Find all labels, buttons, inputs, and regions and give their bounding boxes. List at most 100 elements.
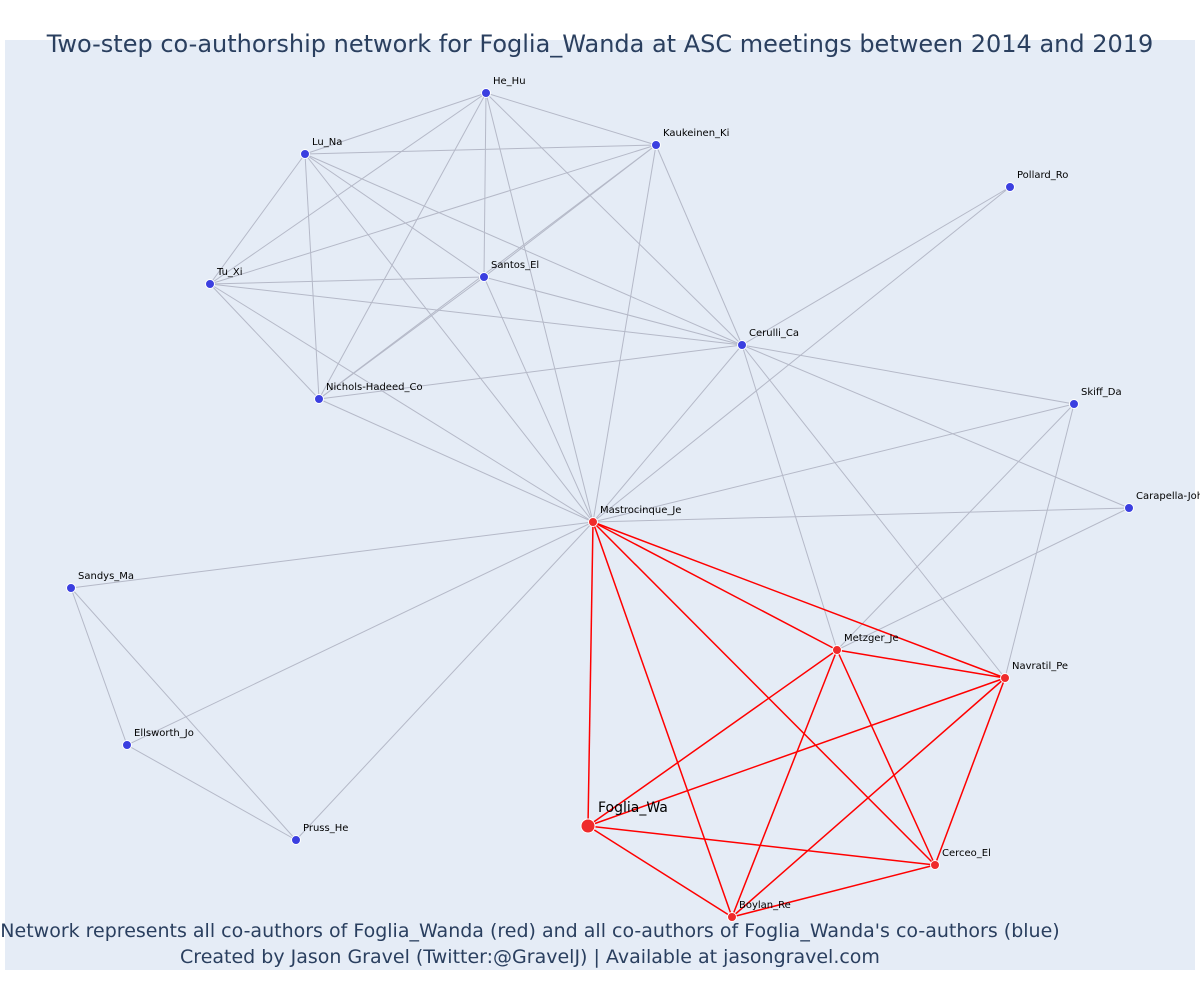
edge-Cerceo_El-Boylan_Re [731, 864, 936, 918]
node-Mastrocinque_Je[interactable] [588, 517, 598, 527]
node-Ellsworth_Jo[interactable] [122, 740, 132, 750]
edge-Tu_Xi-Mastrocinque_Je [209, 283, 594, 523]
edge-Tu_Xi-Santos_El [209, 276, 485, 285]
node-Metzger_Je[interactable] [832, 645, 842, 655]
edge-Carapella-Joh-Metzger_Je [836, 507, 1130, 651]
node-label-Navratil_Pe: Navratil_Pe [1012, 661, 1068, 672]
node-label-Lu_Na: Lu_Na [312, 137, 342, 148]
edge-He_Hu-Kaukeinen_Ki [485, 92, 657, 146]
edge-Cerulli_Ca-Carapella-Joh [741, 344, 1130, 509]
edge-Nichols-Hadeed_Co-Mastrocinque_Je [318, 398, 594, 523]
figure-title: Two-step co-authorship network for Fogli… [46, 30, 1154, 58]
node-label-Kaukeinen_Ki: Kaukeinen_Ki [663, 128, 729, 139]
edge-Lu_Na-Mastrocinque_Je [304, 153, 594, 523]
edge-Nichols-Hadeed_Co-Cerulli_Ca [318, 344, 743, 400]
edge-He_Hu-Lu_Na [304, 92, 487, 155]
edge-Lu_Na-Cerulli_Ca [304, 153, 743, 346]
node-Pruss_He[interactable] [291, 835, 301, 845]
edge-Metzger_Je-Foglia_Wa [587, 649, 838, 827]
edge-Kaukeinen_Ki-Cerulli_Ca [655, 144, 743, 346]
node-label-Skiff_Da: Skiff_Da [1081, 387, 1122, 398]
edge-Sandys_Ma-Pruss_He [70, 587, 297, 841]
node-label-Cerceo_El: Cerceo_El [942, 848, 991, 859]
node-label-He_Hu: He_Hu [493, 76, 526, 87]
edge-Mastrocinque_Je-Foglia_Wa [587, 521, 594, 827]
edge-Mastrocinque_Je-Sandys_Ma [70, 521, 594, 589]
edge-Skiff_Da-Metzger_Je [836, 403, 1075, 651]
edge-Mastrocinque_Je-Navratil_Pe [592, 521, 1006, 679]
edge-Kaukeinen_Ki-Nichols-Hadeed_Co [318, 144, 657, 400]
edge-He_Hu-Mastrocinque_Je [485, 92, 594, 523]
edge-Cerulli_Ca-Navratil_Pe [741, 344, 1006, 679]
node-label-Carapella-Joh: Carapella-Joh [1136, 491, 1200, 502]
edge-Sandys_Ma-Ellsworth_Jo [70, 587, 128, 746]
edge-Foglia_Wa-Boylan_Re [587, 825, 733, 918]
edge-Pollard_Ro-Cerulli_Ca [741, 186, 1011, 346]
edge-He_Hu-Cerulli_Ca [485, 92, 743, 346]
edge-He_Hu-Tu_Xi [209, 92, 487, 285]
edge-Kaukeinen_Ki-Mastrocinque_Je [592, 144, 657, 523]
node-Sandys_Ma[interactable] [66, 583, 76, 593]
edge-Lu_Na-Nichols-Hadeed_Co [304, 153, 320, 400]
edge-Skiff_Da-Navratil_Pe [1004, 403, 1075, 679]
edge-Tu_Xi-Cerulli_Ca [209, 283, 743, 346]
edge-Santos_El-Cerulli_Ca [483, 276, 743, 346]
edge-Santos_El-Nichols-Hadeed_Co [318, 276, 485, 400]
node-Nichols-Hadeed_Co[interactable] [314, 394, 324, 404]
edge-Lu_Na-Kaukeinen_Ki [304, 144, 657, 155]
node-Navratil_Pe[interactable] [1000, 673, 1010, 683]
edge-Metzger_Je-Navratil_Pe [836, 649, 1006, 679]
edge-Ellsworth_Jo-Pruss_He [126, 744, 297, 841]
node-Skiff_Da[interactable] [1069, 399, 1079, 409]
node-Santos_El[interactable] [479, 272, 489, 282]
node-Kaukeinen_Ki[interactable] [651, 140, 661, 150]
caption-line-2: Created by Jason Gravel (Twitter:@Gravel… [180, 946, 880, 968]
edge-He_Hu-Santos_El [483, 92, 487, 278]
node-Carapella-Joh[interactable] [1124, 503, 1134, 513]
node-Cerulli_Ca[interactable] [737, 340, 747, 350]
node-label-Tu_Xi: Tu_Xi [216, 267, 243, 278]
edge-Lu_Na-Santos_El [304, 153, 485, 278]
edges-layer [70, 92, 1130, 918]
edge-Lu_Na-Tu_Xi [209, 153, 306, 285]
caption-line-1: Network represents all co-authors of Fog… [0, 920, 1060, 942]
edge-Pollard_Ro-Mastrocinque_Je [592, 186, 1011, 523]
node-Cerceo_El[interactable] [930, 860, 940, 870]
edge-Foglia_Wa-Cerceo_El [587, 825, 936, 866]
edge-Mastrocinque_Je-Metzger_Je [592, 521, 838, 651]
node-He_Hu[interactable] [481, 88, 491, 98]
edge-Mastrocinque_Je-Cerceo_El [592, 521, 936, 866]
edge-Skiff_Da-Mastrocinque_Je [592, 403, 1075, 523]
node-label-Boylan_Re: Boylan_Re [739, 900, 791, 911]
node-Tu_Xi[interactable] [205, 279, 215, 289]
node-label-Cerulli_Ca: Cerulli_Ca [749, 328, 799, 339]
node-Pollard_Ro[interactable] [1005, 182, 1015, 192]
edge-Kaukeinen_Ki-Tu_Xi [209, 144, 657, 285]
edge-Navratil_Pe-Cerceo_El [934, 677, 1006, 866]
edge-Cerulli_Ca-Mastrocinque_Je [592, 344, 743, 523]
node-label-Mastrocinque_Je: Mastrocinque_Je [600, 505, 681, 516]
node-label-Foglia_Wa: Foglia_Wa [598, 800, 668, 816]
node-Boylan_Re[interactable] [727, 912, 737, 922]
edge-Mastrocinque_Je-Boylan_Re [592, 521, 733, 918]
edge-Cerulli_Ca-Metzger_Je [741, 344, 838, 651]
node-label-Ellsworth_Jo: Ellsworth_Jo [134, 728, 194, 739]
edge-Carapella-Joh-Mastrocinque_Je [592, 507, 1130, 523]
edge-Mastrocinque_Je-Pruss_He [295, 521, 594, 841]
node-label-Pollard_Ro: Pollard_Ro [1017, 170, 1068, 181]
edge-Santos_El-Mastrocinque_Je [483, 276, 594, 523]
edge-Navratil_Pe-Foglia_Wa [587, 677, 1006, 827]
node-label-Santos_El: Santos_El [491, 260, 539, 271]
node-label-Sandys_Ma: Sandys_Ma [78, 571, 134, 582]
edge-Tu_Xi-Nichols-Hadeed_Co [209, 283, 320, 400]
node-Lu_Na[interactable] [300, 149, 310, 159]
node-label-Pruss_He: Pruss_He [303, 823, 348, 834]
edge-Metzger_Je-Boylan_Re [731, 649, 838, 918]
edge-Metzger_Je-Cerceo_El [836, 649, 936, 866]
node-Foglia_Wa[interactable] [580, 818, 596, 834]
edge-Mastrocinque_Je-Ellsworth_Jo [126, 521, 594, 746]
edge-Navratil_Pe-Boylan_Re [731, 677, 1006, 918]
figure-caption: Network represents all co-authors of Fog… [0, 918, 1060, 970]
